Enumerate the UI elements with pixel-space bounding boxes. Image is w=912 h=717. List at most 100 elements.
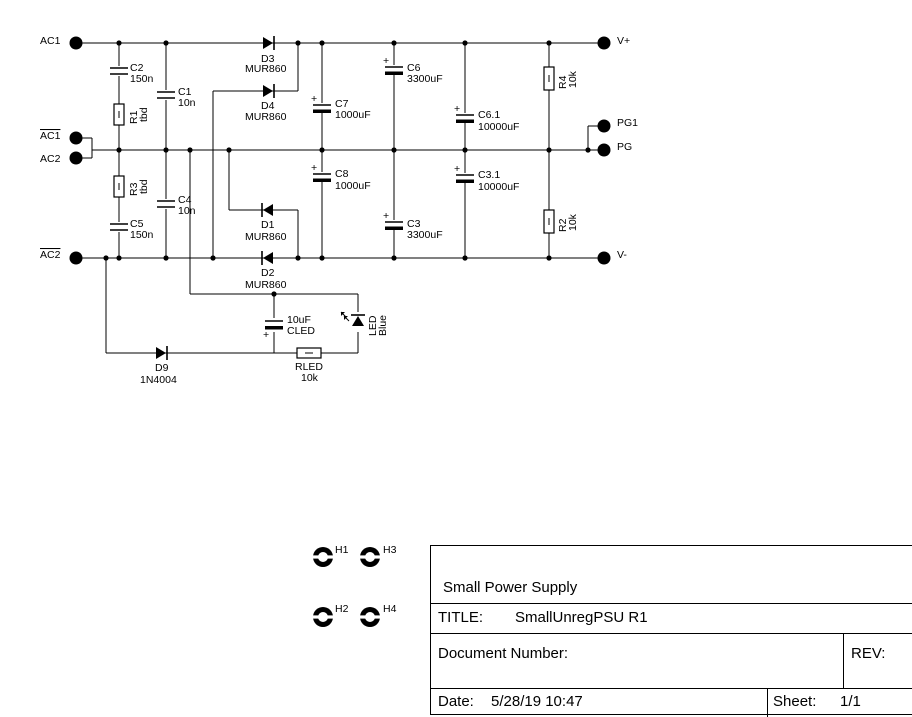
- mounting-hole-h2: H2: [312, 603, 349, 627]
- svg-text:10n: 10n: [178, 97, 196, 109]
- net-label-vplus: V+: [617, 35, 630, 47]
- svg-text:LED: LED: [367, 315, 379, 336]
- led-blue: LED Blue: [340, 311, 389, 336]
- junctions: [103, 40, 591, 297]
- net-label-ac1: AC1: [40, 35, 61, 47]
- svg-text:10uF: 10uF: [287, 314, 311, 326]
- resistor-r4: R4 10k: [543, 66, 579, 91]
- svg-text:D3: D3: [261, 53, 275, 65]
- resistor-r1: R1 tbd: [113, 103, 150, 126]
- svg-text:10000uF: 10000uF: [478, 181, 519, 193]
- title-block-heading: Small Power Supply: [443, 579, 578, 596]
- date-value: 5/28/19 10:47: [491, 693, 583, 710]
- svg-text:150n: 150n: [130, 229, 154, 241]
- svg-text:R3: R3: [128, 182, 140, 196]
- document-number-row: Document Number: REV:: [431, 633, 912, 688]
- svg-text:+: +: [263, 329, 269, 341]
- capacitor-c6-1: + C6.1 10000uF: [454, 103, 519, 133]
- title-value: SmallUnregPSU R1: [515, 609, 648, 626]
- svg-text:+: +: [454, 163, 460, 175]
- capacitor-c8: + C8 1000uF: [311, 162, 371, 192]
- svg-text:Blue: Blue: [377, 315, 389, 336]
- svg-text:+: +: [454, 103, 460, 115]
- capacitor-c3-1: + C3.1 10000uF: [454, 163, 519, 193]
- net-label-ac2-bar: AC2: [40, 249, 61, 261]
- svg-text:C2: C2: [130, 62, 144, 74]
- mounting-hole-h3: H3: [359, 544, 397, 567]
- svg-text:R1: R1: [128, 110, 140, 124]
- rev-divider: [843, 634, 844, 688]
- capacitor-c5: C5 150n: [109, 218, 154, 241]
- svg-text:H1: H1: [335, 544, 349, 556]
- svg-text:1000uF: 1000uF: [335, 109, 371, 121]
- capacitor-c3: + C3 3300uF: [383, 210, 443, 241]
- svg-text:1N4004: 1N4004: [140, 374, 177, 386]
- diode-d2: D2 MUR860: [245, 251, 287, 291]
- net-label-vminus: V-: [617, 249, 627, 261]
- capacitor-c2: C2 150n: [109, 62, 154, 85]
- net-label-ac1-bar: AC1: [40, 130, 61, 142]
- document-number-label: Document Number:: [438, 645, 569, 662]
- svg-text:tbd: tbd: [138, 107, 150, 122]
- svg-text:D1: D1: [261, 219, 275, 231]
- svg-text:+: +: [311, 93, 317, 105]
- sheet-label: Sheet:: [773, 693, 817, 710]
- diode-d3: D3 MUR860: [245, 36, 287, 75]
- svg-text:3300uF: 3300uF: [407, 229, 443, 241]
- connector-pads: [69, 36, 611, 265]
- mounting-hole-h1: H1: [312, 544, 349, 567]
- title-row: TITLE: SmallUnregPSU R1: [431, 603, 912, 633]
- svg-text:C6: C6: [407, 62, 421, 74]
- svg-text:C8: C8: [335, 168, 349, 180]
- svg-text:R4: R4: [557, 75, 569, 89]
- resistor-r3: R3 tbd: [113, 175, 150, 198]
- svg-text:1000uF: 1000uF: [335, 180, 371, 192]
- svg-text:C3.1: C3.1: [478, 169, 500, 181]
- svg-text:10000uF: 10000uF: [478, 121, 519, 133]
- svg-text:+: +: [311, 162, 317, 174]
- svg-text:RLED: RLED: [295, 361, 323, 373]
- svg-text:10k: 10k: [301, 372, 319, 384]
- svg-text:MUR860: MUR860: [245, 279, 287, 291]
- diode-d1: D1 MUR860: [245, 203, 287, 243]
- capacitor-c7: + C7 1000uF: [311, 93, 371, 121]
- svg-text:+: +: [383, 55, 389, 67]
- sheet-value: 1/1: [840, 693, 861, 710]
- sheet-divider: [767, 689, 768, 717]
- svg-text:C3: C3: [407, 218, 421, 230]
- svg-text:D4: D4: [261, 100, 275, 112]
- svg-text:D9: D9: [155, 362, 169, 374]
- svg-text:C4: C4: [178, 194, 192, 206]
- svg-text:3300uF: 3300uF: [407, 73, 443, 85]
- diode-d9: D9 1N4004: [140, 346, 177, 386]
- svg-text:H2: H2: [335, 603, 349, 615]
- svg-text:tbd: tbd: [138, 179, 150, 194]
- svg-text:H3: H3: [383, 544, 397, 556]
- svg-text:10k: 10k: [567, 70, 579, 88]
- rev-label: REV:: [851, 645, 886, 662]
- resistor-rled: RLED 10k: [295, 347, 323, 384]
- svg-text:C7: C7: [335, 98, 349, 110]
- svg-text:MUR860: MUR860: [245, 231, 287, 243]
- svg-text:MUR860: MUR860: [245, 111, 287, 123]
- svg-text:H4: H4: [383, 603, 397, 615]
- svg-text:150n: 150n: [130, 73, 154, 85]
- svg-text:+: +: [383, 210, 389, 222]
- net-label-ac2: AC2: [40, 153, 61, 165]
- capacitor-c4: C4 10n: [156, 194, 196, 217]
- date-label: Date:: [438, 693, 474, 710]
- title-label: TITLE:: [438, 609, 484, 626]
- net-label-pg1: PG1: [617, 117, 638, 129]
- svg-text:MUR860: MUR860: [245, 63, 287, 75]
- svg-text:R2: R2: [557, 218, 569, 232]
- wires: [76, 42, 604, 354]
- capacitor-c6: + C6 3300uF: [383, 55, 443, 85]
- svg-text:10n: 10n: [178, 205, 196, 217]
- mounting-hole-h4: H4: [359, 603, 397, 627]
- svg-text:10k: 10k: [567, 213, 579, 231]
- svg-text:C1: C1: [178, 86, 192, 98]
- svg-text:D2: D2: [261, 267, 275, 279]
- date-row: Date: 5/28/19 10:47 Sheet: 1/1: [431, 688, 912, 717]
- diode-d4: D4 MUR860: [245, 84, 287, 123]
